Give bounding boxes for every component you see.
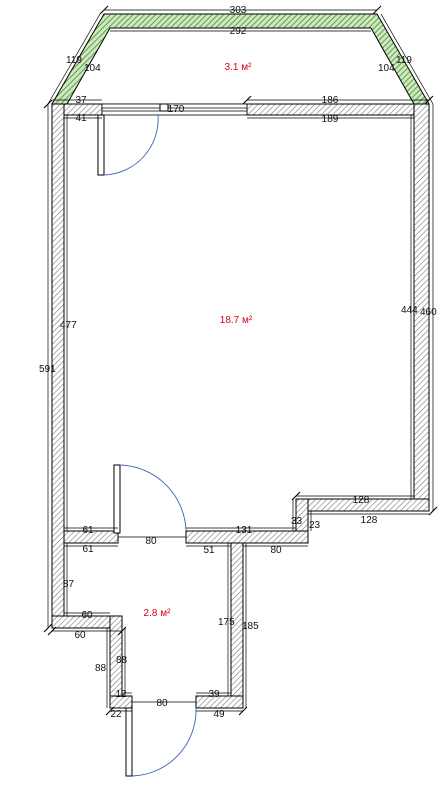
- dimension-labels: 303 292 119 104 104 119 37 41 170 186 18…: [39, 5, 437, 720]
- walls: [51, 103, 430, 709]
- dim-top-left-inner: 41: [75, 113, 87, 124]
- dim-hall-right-lower-b: 80: [270, 545, 282, 556]
- dim-hall-door: 80: [145, 536, 157, 547]
- dim-balcony-left-inner: 104: [84, 63, 101, 74]
- dim-entry-door: 80: [156, 698, 168, 709]
- dim-top-right-outer: 186: [322, 95, 339, 106]
- dim-top-left-outer: 37: [75, 95, 87, 106]
- dim-entry-small-inner: 12: [115, 689, 127, 700]
- dim-left-inner: 477: [60, 320, 77, 331]
- dim-entry-left-outer: 88: [95, 663, 107, 674]
- area-balcony: 3.1 м²: [225, 62, 253, 73]
- dim-entry-left-inner: 88: [116, 655, 128, 666]
- area-bathroom: 2.8 м²: [144, 608, 172, 619]
- dim-right-outer: 460: [420, 307, 437, 318]
- dim-top-right-inner: 189: [322, 114, 339, 125]
- area-main-room: 18.7 м²: [220, 315, 253, 326]
- dim-hall-right-lower-a: 51: [203, 545, 215, 556]
- dim-entry-right-inner: 39: [208, 689, 220, 700]
- dim-balcony-right-outer: 119: [396, 55, 412, 66]
- dim-hall-left-lower: 61: [82, 544, 94, 555]
- dim-corridor-bottom-inner: 60: [81, 610, 93, 621]
- door-hall: [113, 464, 187, 534]
- dim-corridor-left: 87: [63, 579, 75, 590]
- dim-step-height-inner: 33: [291, 516, 303, 527]
- dim-hall-right-upper: 131: [236, 525, 253, 536]
- dim-bath-outer-height: 185: [242, 621, 259, 632]
- dim-step-outer: 128: [361, 515, 378, 526]
- window-top: [101, 103, 248, 116]
- dim-balcony-inner-top: 292: [230, 26, 247, 37]
- dim-right-inner: 444: [401, 305, 418, 316]
- dim-entry-right-outer: 49: [213, 709, 225, 720]
- dim-balcony-outer-top: 303: [230, 5, 247, 16]
- dim-bath-inner-height: 175: [218, 617, 235, 628]
- dim-balcony-right-inner: 104: [378, 63, 395, 74]
- dim-left-outer: 591: [39, 364, 56, 375]
- dim-step-height-outer: 23: [309, 520, 321, 531]
- dimension-lines: [43, 5, 438, 716]
- dim-entry-small-outer: 22: [110, 709, 122, 720]
- dim-window-width: 170: [168, 104, 185, 115]
- dim-balcony-left-outer: 119: [66, 55, 82, 66]
- door-top-left: [97, 114, 159, 176]
- dim-hall-left-upper: 61: [82, 525, 94, 536]
- dim-corridor-bottom-outer: 60: [74, 630, 86, 641]
- dim-step-inner: 128: [353, 495, 370, 506]
- door-entry: [125, 707, 197, 777]
